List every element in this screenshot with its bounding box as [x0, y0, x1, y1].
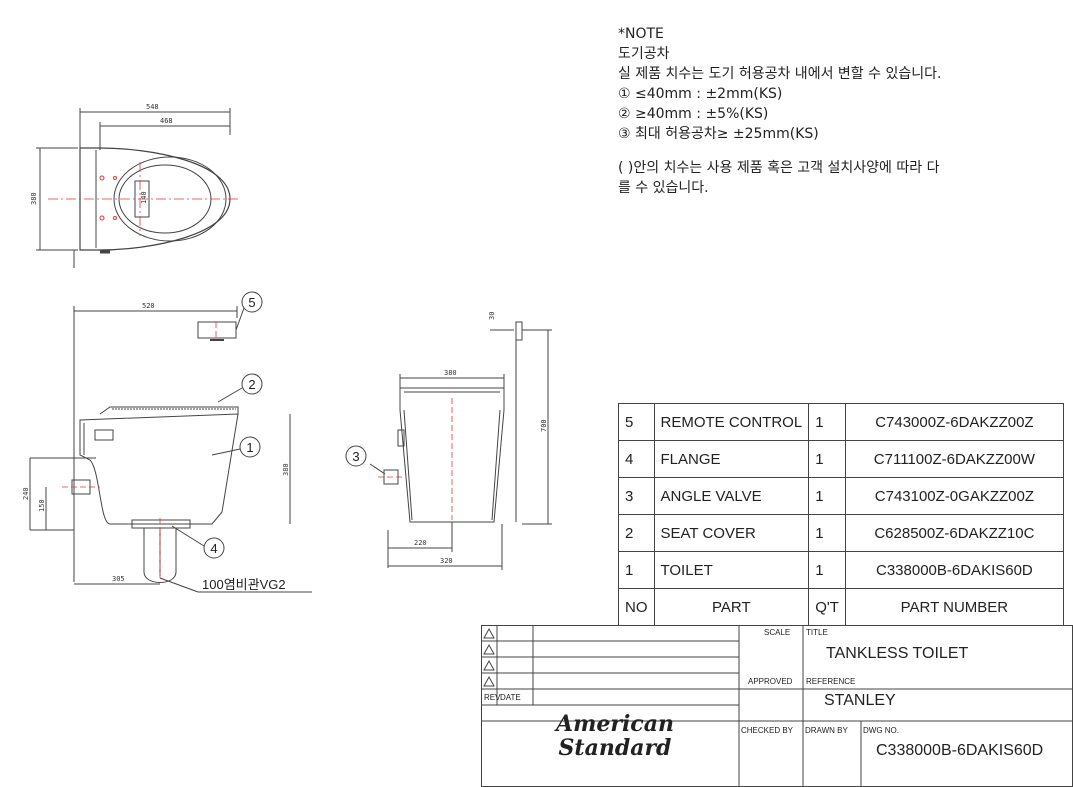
drawn-by-label: DRAWN BY — [805, 726, 848, 735]
callout-3: 3 — [345, 445, 367, 467]
callout-2: 2 — [241, 373, 263, 395]
cell-part: ANGLE VALVE — [653, 477, 810, 515]
cell-qty: 1 — [808, 477, 846, 515]
logo-line-2: Standard — [558, 735, 672, 761]
note-spacer — [618, 144, 1068, 158]
note-line-2: ① ≤40mm : ±2mm(KS) — [618, 86, 783, 102]
svg-text:2: 2 — [248, 377, 255, 392]
dim-front-240: 240 — [22, 487, 30, 500]
dim-side-30: 30 — [488, 312, 496, 320]
dim-side-width: 380 — [444, 369, 457, 377]
dim-front-305: 305 — [112, 575, 125, 583]
date-label: DATE — [500, 693, 521, 702]
svg-text:5: 5 — [248, 295, 255, 310]
note-line-5: ( )안의 치수는 사용 제품 혹은 고객 설치사양에 따라 다 — [618, 160, 940, 176]
callout-5: 5 — [241, 291, 263, 313]
header-part: PART — [653, 588, 810, 626]
dwg-no-label: DWG NO. — [863, 726, 899, 735]
checked-by-label: CHECKED BY — [741, 726, 794, 735]
scale-label: SCALE — [764, 628, 791, 637]
logo-line-1: American — [556, 711, 674, 737]
table-row: 1 TOILET 1 C338000B-6DAKIS60D — [618, 551, 1064, 589]
dwg-no-value: C338000B-6DAKIS60D — [876, 742, 1044, 759]
parts-table: 5 REMOTE CONTROL 1 C743000Z-6DAKZZ00Z 4 … — [618, 403, 1064, 626]
note-line-4: ③ 최대 허용공차≥ ±25mm(KS) — [618, 126, 819, 142]
dim-front-length: 520 — [142, 302, 155, 310]
side-view — [369, 321, 552, 570]
table-row: 2 SEAT COVER 1 C628500Z-6DAKZZ10C — [618, 514, 1064, 552]
side-view-centerlines — [378, 398, 453, 520]
cell-qty: 1 — [808, 514, 846, 552]
title-block — [481, 625, 1073, 787]
svg-text:1: 1 — [246, 440, 253, 455]
pipe-label: 100염비관VG2 — [202, 577, 286, 592]
drawing-title: TANKLESS TOILET — [826, 645, 969, 662]
dim-front-height: 380 — [282, 463, 290, 476]
note-line-6: 를 수 있습니다. — [618, 180, 709, 196]
cell-part: SEAT COVER — [653, 514, 810, 552]
table-row: 4 FLANGE 1 C711100Z-6DAKZZ00W — [618, 440, 1064, 478]
approved-label: APPROVED — [748, 677, 793, 686]
top-view — [36, 108, 231, 268]
dim-front-150: 150 — [38, 499, 46, 512]
dim-top-width-inner: 468 — [160, 117, 173, 125]
svg-text:4: 4 — [210, 541, 217, 556]
table-header-row: NO PART Q'T PART NUMBER — [618, 588, 1064, 626]
cell-part: TOILET — [653, 551, 810, 589]
front-view — [29, 306, 312, 593]
reference-value: STANLEY — [824, 692, 896, 709]
note-block: *NOTE 도기공차 실 제품 치수는 도기 허용공차 내에서 변할 수 있습니… — [618, 24, 1068, 198]
american-standard-logo: American Standard — [540, 712, 690, 760]
dim-top-width-outer: 548 — [146, 103, 159, 111]
cell-part-number: C338000B-6DAKIS60D — [844, 551, 1064, 589]
cell-no: 5 — [618, 403, 655, 441]
reference-label: REFERENCE — [806, 677, 856, 686]
cell-part-number: C743100Z-0GAKZZ00Z — [844, 477, 1064, 515]
dim-side-700: 700 — [540, 419, 548, 432]
dim-side-320: 320 — [440, 557, 453, 565]
header-qty: Q'T — [808, 588, 846, 626]
cell-part: FLANGE — [653, 440, 810, 478]
cell-no: 3 — [618, 477, 655, 515]
dim-side-220: 220 — [414, 539, 427, 547]
cell-part-number: C711100Z-6DAKZZ00W — [844, 440, 1064, 478]
rev-label: REV — [484, 693, 501, 702]
note-subheading: 도기공차 — [618, 46, 670, 62]
front-view-centerlines — [62, 322, 217, 578]
dim-top-depth: 380 — [30, 192, 38, 205]
dim-top-hole: 140 — [140, 191, 148, 204]
cell-part-number: C743000Z-6DAKZZ00Z — [844, 403, 1064, 441]
svg-text:3: 3 — [352, 449, 359, 464]
header-no: NO — [618, 588, 655, 626]
note-heading: *NOTE — [618, 26, 664, 42]
note-line-3: ② ≥40mm : ±5%(KS) — [618, 106, 769, 122]
callout-4: 4 — [203, 537, 225, 559]
cell-no: 2 — [618, 514, 655, 552]
header-part-number: PART NUMBER — [844, 588, 1064, 626]
cell-part-number: C628500Z-6DAKZZ10C — [844, 514, 1064, 552]
table-row: 5 REMOTE CONTROL 1 C743000Z-6DAKZZ00Z — [618, 403, 1064, 441]
note-line-1: 실 제품 치수는 도기 허용공차 내에서 변할 수 있습니다. — [618, 66, 942, 82]
table-row: 3 ANGLE VALVE 1 C743100Z-0GAKZZ00Z — [618, 477, 1064, 515]
cell-qty: 1 — [808, 440, 846, 478]
top-view-centerlines — [48, 162, 240, 236]
cell-no: 1 — [618, 551, 655, 589]
title-label: TITLE — [806, 628, 828, 637]
cell-qty: 1 — [808, 551, 846, 589]
cell-no: 4 — [618, 440, 655, 478]
callout-1: 1 — [239, 436, 261, 458]
cell-part: REMOTE CONTROL — [653, 403, 810, 441]
cell-qty: 1 — [808, 403, 846, 441]
